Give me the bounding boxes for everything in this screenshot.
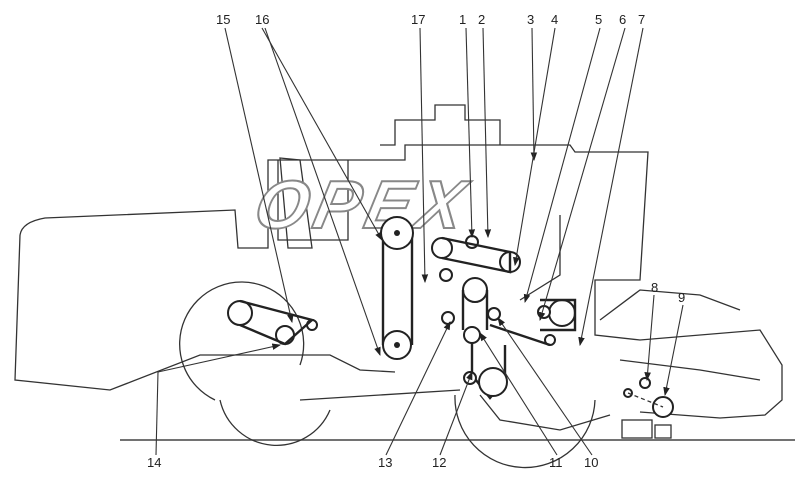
- callout-7: 7: [638, 12, 645, 27]
- right-drive: [489, 298, 577, 347]
- front-wheel: [179, 281, 331, 446]
- callout-5: 5: [595, 12, 602, 27]
- callout-9: 9: [678, 290, 685, 305]
- header-drive: [227, 299, 318, 346]
- callout-12: 12: [432, 455, 446, 470]
- combine-outline: [14, 104, 783, 439]
- center-drive: [441, 277, 508, 400]
- callout-11: 11: [549, 455, 563, 470]
- callout-14: 14: [147, 455, 161, 470]
- callout-15: 15: [216, 12, 230, 27]
- upper-drive: [431, 235, 521, 282]
- callout-6: 6: [619, 12, 626, 27]
- callout-labels: 1 2 3 4 5 6 7 8 9 10 11 12 13 14 15 16 1…: [147, 12, 685, 470]
- callout-17: 17: [411, 12, 425, 27]
- callout-16: 16: [255, 12, 269, 27]
- callout-3: 3: [527, 12, 534, 27]
- watermark-text: OPEX: [248, 167, 477, 243]
- callout-1: 1: [459, 12, 466, 27]
- leader-lines: [155, 27, 684, 456]
- watermark-logo: OPEX: [247, 166, 478, 244]
- callout-13: 13: [378, 455, 392, 470]
- rear-drive: [623, 377, 674, 418]
- callout-10: 10: [584, 455, 598, 470]
- rear-wheel: [454, 394, 596, 469]
- callout-4: 4: [551, 12, 558, 27]
- vertical-belt-drive: [380, 216, 414, 360]
- callout-2: 2: [478, 12, 485, 27]
- callout-8: 8: [651, 280, 658, 295]
